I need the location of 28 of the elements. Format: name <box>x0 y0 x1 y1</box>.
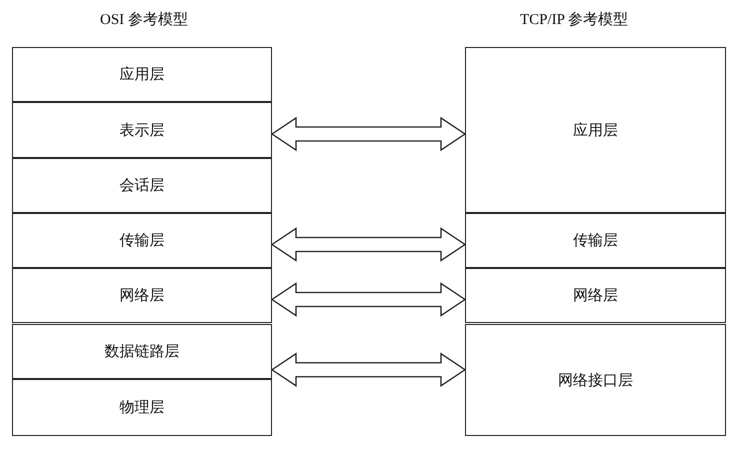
layer-box <box>465 47 726 213</box>
double-arrow <box>270 227 466 262</box>
double-arrow <box>270 116 466 152</box>
column-heading: OSI 参考模型 <box>100 10 188 29</box>
layer-name: 网络层 <box>120 287 164 305</box>
layer-name: 数据链路层 <box>104 343 180 361</box>
layer-box <box>12 213 272 268</box>
layer-name: 应用层 <box>573 121 618 140</box>
layer-box <box>12 268 272 323</box>
column-heading: TCP/IP 参考模型 <box>520 10 628 29</box>
layer-name: 物理层 <box>120 399 164 417</box>
layer-box <box>465 268 726 323</box>
layer-box <box>12 47 272 102</box>
layer-name: 网络接口层 <box>558 372 633 390</box>
layer-box <box>465 324 726 436</box>
layer-name: 应用层 <box>120 65 164 84</box>
layer-box <box>12 379 272 436</box>
layer-name: 传输层 <box>573 232 618 250</box>
layer-box <box>12 324 272 379</box>
layer-name: 会话层 <box>120 176 164 195</box>
double-arrow <box>270 352 466 387</box>
layer-name: 表示层 <box>120 122 164 140</box>
layer-name: 网络层 <box>573 287 618 305</box>
layer-box <box>465 213 726 268</box>
layer-box <box>12 158 272 213</box>
double-arrow <box>270 282 466 317</box>
layer-box <box>12 102 272 158</box>
layer-name: 传输层 <box>120 232 164 250</box>
